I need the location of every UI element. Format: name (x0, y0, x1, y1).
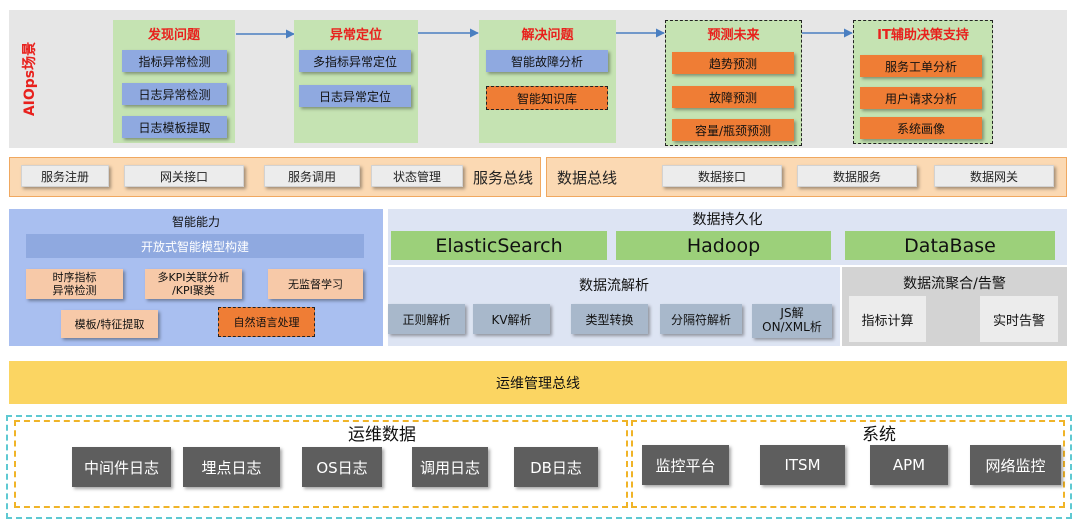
stage-predict-item-2[interactable]: 故障预测 (672, 86, 794, 108)
stage-discover-item-2[interactable]: 日志异常检测 (122, 83, 227, 105)
parse-json-xml-label: JS解 ON/XML析 (762, 306, 822, 334)
data-bus-item-1[interactable]: 数据接口 (662, 165, 782, 187)
parse-delimiter[interactable]: 分隔符解析 (660, 304, 742, 334)
stage-locate-title: 异常定位 (329, 27, 382, 43)
stage-decision-item-1[interactable]: 服务工单分析 (860, 55, 982, 77)
parse-kv[interactable]: KV解析 (473, 304, 550, 334)
intel-timeseries[interactable]: 时序指标 异常检测 (26, 269, 123, 299)
parse-json-xml[interactable]: JS解 ON/XML析 (752, 304, 832, 338)
stage-predict-item-1[interactable]: 趋势预测 (672, 52, 794, 74)
ops-data-title: 运维数据 (348, 424, 416, 445)
service-bus-item-1[interactable]: 服务注册 (21, 165, 109, 187)
ops-data-group (14, 420, 628, 508)
persistence-hadoop[interactable]: Hadoop (616, 231, 831, 260)
intel-timeseries-label: 时序指标 异常检测 (52, 270, 97, 297)
stage-solve-title: 解决问题 (521, 27, 574, 43)
data-bus-label: 数据总线 (556, 168, 617, 187)
ops-management-bus[interactable]: 运维管理总线 (9, 361, 1067, 404)
systems-group (631, 420, 1065, 508)
persistence-elasticsearch[interactable]: ElasticSearch (391, 231, 607, 260)
stage-solve-item-2[interactable]: 智能知识库 (486, 86, 608, 110)
model-build-bar[interactable]: 开放式智能模型构建 (26, 234, 364, 258)
intel-template-feature[interactable]: 模板/特征提取 (61, 310, 158, 338)
stage-solve (479, 20, 616, 143)
stage-discover-item-3[interactable]: 日志模板提取 (122, 116, 227, 138)
ops-data-db-log[interactable]: DB日志 (514, 447, 598, 487)
persistence-title: 数据持久化 (692, 212, 763, 228)
stage-locate-item-1[interactable]: 多指标异常定位 (299, 50, 411, 72)
agg-metric-calc[interactable]: 指标计算 (849, 296, 926, 342)
sources-frame (6, 415, 1072, 519)
stage-discover-title: 发现问题 (147, 27, 200, 43)
ops-data-middleware-log[interactable]: 中间件日志 (72, 447, 171, 487)
system-monitoring-platform[interactable]: 监控平台 (642, 445, 729, 485)
data-bus-item-2[interactable]: 数据服务 (797, 165, 917, 187)
stage-arrows (236, 28, 853, 39)
stage-predict-item-3[interactable]: 容量/瓶颈预测 (672, 119, 794, 141)
data-bus-item-3[interactable]: 数据网关 (934, 165, 1054, 187)
stage-decision-item-2[interactable]: 用户请求分析 (860, 87, 982, 109)
stream-agg-title: 数据流聚合/告警 (903, 276, 1006, 292)
stage-solve-item-1[interactable]: 智能故障分析 (486, 50, 608, 72)
stage-decision-item-3[interactable]: 系统画像 (860, 117, 982, 139)
systems-title: 系统 (862, 424, 896, 445)
service-bus-label: 服务总线 (472, 168, 533, 187)
stage-decision-title: IT辅助决策支持 (877, 27, 969, 43)
stream-parse-title: 数据流解析 (579, 278, 649, 294)
parse-regex[interactable]: 正则解析 (388, 304, 465, 334)
system-network-monitoring[interactable]: 网络监控 (970, 445, 1061, 485)
intelligence-title: 智能能力 (171, 214, 220, 229)
ops-data-tracking-log[interactable]: 埋点日志 (183, 447, 280, 487)
ops-data-os-log[interactable]: OS日志 (302, 447, 382, 487)
agg-realtime-alert[interactable]: 实时告警 (980, 296, 1058, 342)
stage-predict-title: 预测未来 (707, 27, 760, 43)
ops-data-call-log[interactable]: 调用日志 (412, 447, 488, 487)
intel-multikpi-label: 多KPI关联分析 /KPI聚类 (157, 270, 230, 297)
stage-locate (294, 20, 418, 143)
stage-discover-item-1[interactable]: 指标异常检测 (122, 50, 227, 72)
stage-locate-item-2[interactable]: 日志异常定位 (299, 85, 411, 107)
service-bus-item-4[interactable]: 状态管理 (371, 165, 463, 187)
intel-unsupervised[interactable]: 无监督学习 (268, 269, 363, 299)
system-apm[interactable]: APM (870, 445, 948, 485)
intel-nlp[interactable]: 自然语言处理 (218, 307, 315, 337)
service-bus-item-3[interactable]: 服务调用 (264, 165, 360, 187)
service-bus-item-2[interactable]: 网关接口 (124, 165, 244, 187)
system-itsm[interactable]: ITSM (760, 445, 845, 485)
persistence-database[interactable]: DataBase (845, 231, 1055, 260)
parse-type-convert[interactable]: 类型转换 (571, 304, 648, 334)
intel-multikpi[interactable]: 多KPI关联分析 /KPI聚类 (145, 269, 242, 299)
